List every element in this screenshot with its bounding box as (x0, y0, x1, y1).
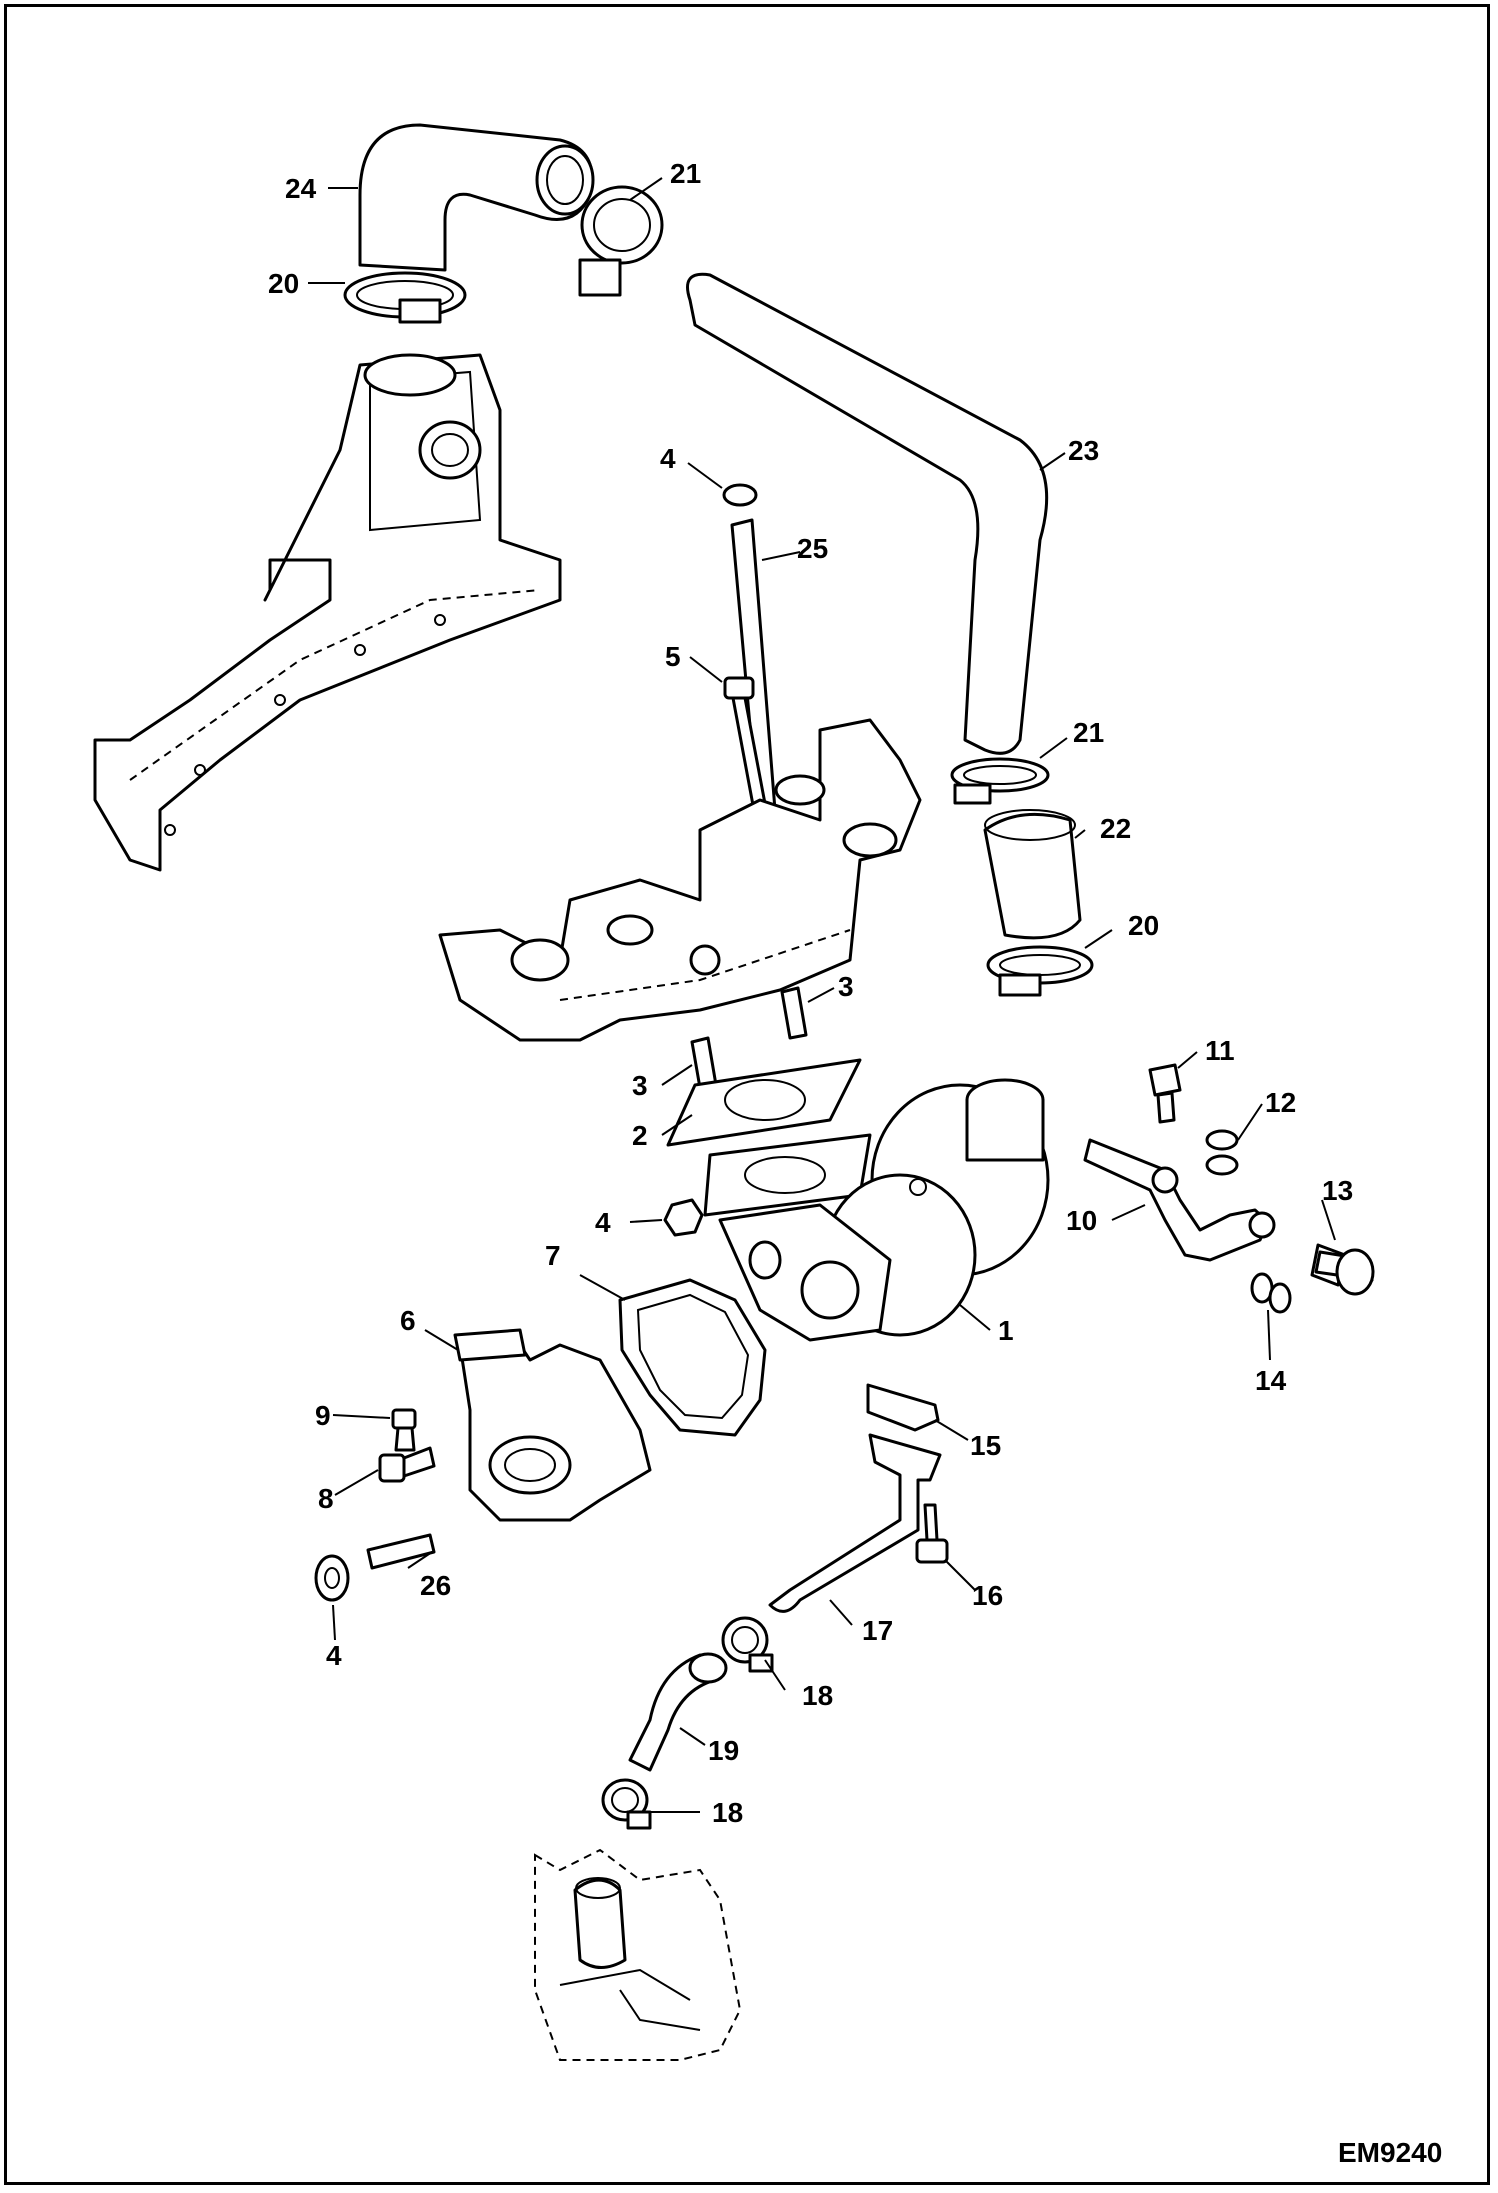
stud-3-left (690, 1036, 718, 1090)
callout-24: 24 (285, 173, 317, 204)
long-hose-23 (686, 272, 1049, 755)
nut-4-mid (663, 1198, 704, 1237)
hose-clamp-21-top (578, 185, 664, 297)
drain-gasket-15 (866, 1383, 940, 1432)
sealing-washer-12b (1205, 1154, 1239, 1176)
sealing-washer-12a (1205, 1129, 1239, 1151)
stud-3-right (780, 986, 808, 1040)
callout-20-top: 20 (268, 268, 299, 299)
callout-7: 7 (545, 1240, 561, 1271)
hose-clamp-18-upper (721, 1616, 774, 1673)
callout-12: 12 (1265, 1087, 1296, 1118)
callout-4-top: 4 (660, 443, 676, 474)
callout-labels: 24 21 20 4 23 25 5 21 22 20 3 3 2 11 12 … (268, 158, 1353, 1828)
oil-feed-pipe-10 (1083, 1138, 1276, 1262)
callout-11: 11 (1205, 1035, 1235, 1066)
elbow-outlet-6 (453, 1328, 652, 1522)
callout-4-lower: 4 (326, 1640, 342, 1671)
callout-9: 9 (315, 1400, 331, 1431)
coupler-sleeve-22 (983, 809, 1082, 940)
elbow-hose-24 (358, 123, 595, 272)
callout-22: 22 (1100, 813, 1131, 844)
bolt-8 (378, 1446, 436, 1483)
drain-hose-19 (628, 1652, 728, 1772)
washer-4-lower (314, 1554, 350, 1602)
callout-23: 23 (1068, 435, 1099, 466)
callout-3-right: 3 (838, 971, 854, 1002)
callout-2: 2 (632, 1120, 648, 1151)
callout-5: 5 (665, 641, 681, 672)
exhaust-manifold (438, 718, 922, 1042)
turbocharger-1 (703, 1078, 1050, 1342)
hose-clamp-20-mid (986, 945, 1094, 997)
callout-18-upper: 18 (802, 1680, 833, 1711)
callout-8: 8 (318, 1483, 334, 1514)
banjo-bolt-11 (1148, 1063, 1182, 1124)
callout-10: 10 (1066, 1205, 1097, 1236)
callout-13: 13 (1322, 1175, 1353, 1206)
callout-25: 25 (797, 533, 828, 564)
oil-drain-pipe-17 (768, 1433, 942, 1613)
callout-16: 16 (972, 1580, 1003, 1611)
engine-block-fitting (534, 1848, 742, 2061)
callout-14: 14 (1255, 1365, 1287, 1396)
hose-clamp-21-lower (950, 757, 1050, 805)
callout-21-lower: 21 (1073, 717, 1104, 748)
callout-19: 19 (708, 1735, 739, 1766)
callout-21-top: 21 (670, 158, 701, 189)
bolt-16 (915, 1503, 949, 1564)
drawing-code: EM9240 (1338, 2137, 1442, 2168)
callout-26: 26 (420, 1570, 451, 1601)
intake-manifold (93, 353, 562, 872)
callout-18-lower: 18 (712, 1797, 743, 1828)
banjo-bolt-13 (1310, 1243, 1375, 1296)
callout-4-mid: 4 (595, 1207, 611, 1238)
callout-6: 6 (400, 1305, 416, 1336)
callout-20-mid: 20 (1128, 910, 1159, 941)
diagram-frame (4, 4, 1490, 2185)
callout-1: 1 (998, 1315, 1014, 1346)
hose-clamp-20-top (343, 271, 467, 324)
leader-lines (308, 177, 1336, 1813)
gasket-7 (618, 1278, 767, 1437)
sealing-washer-14b (1268, 1282, 1292, 1314)
hose-clamp-18-lower (601, 1778, 652, 1830)
stud-26 (366, 1533, 436, 1570)
washer-4-top (722, 483, 758, 507)
bolt-9 (391, 1408, 417, 1452)
callout-17: 17 (862, 1615, 893, 1646)
callout-3-left: 3 (632, 1070, 648, 1101)
callout-15: 15 (970, 1430, 1001, 1461)
